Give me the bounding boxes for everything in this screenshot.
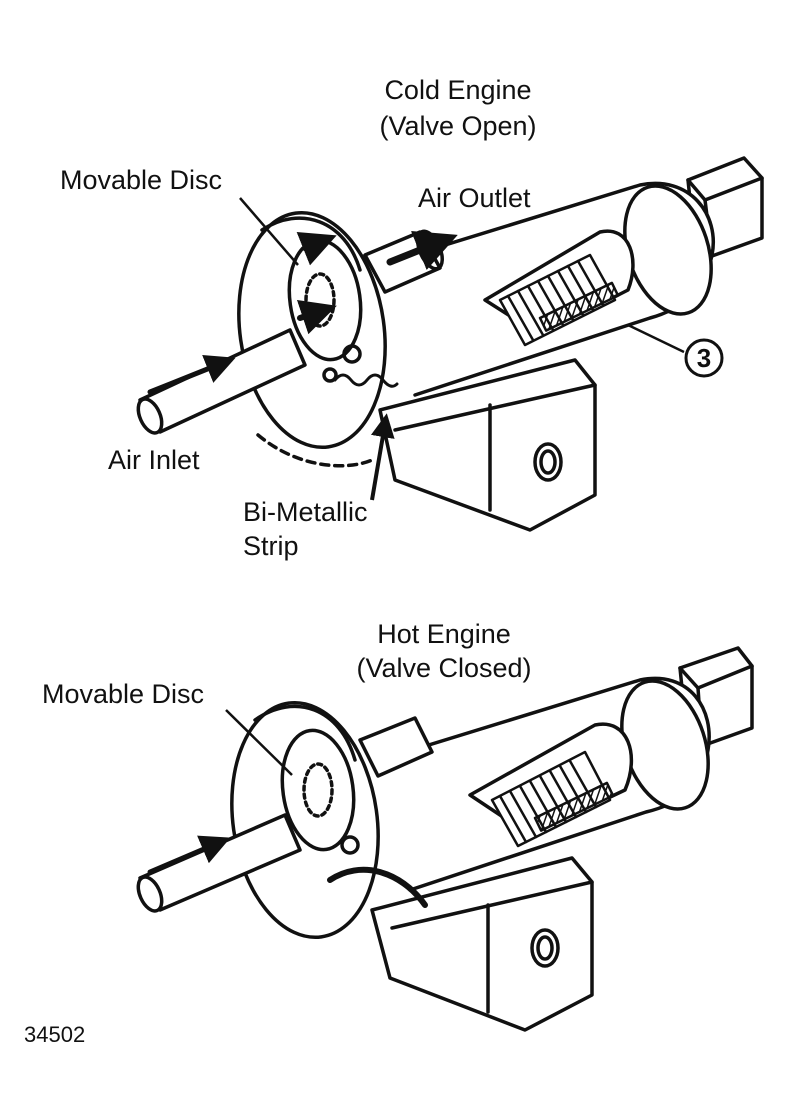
bimetallic-label-line1: Bi-Metallic <box>243 497 368 527</box>
inlet-tube-top <box>136 328 307 435</box>
valve-closed-subtitle: (Valve Closed) <box>356 653 532 683</box>
callout-3-number: 3 <box>696 343 712 373</box>
air-outlet-label: Air Outlet <box>418 183 531 213</box>
flange-disc-bottom <box>230 700 428 940</box>
bimetal-coil-bottom <box>490 750 615 848</box>
mounting-bracket-bottom <box>370 856 594 1032</box>
hot-engine-valve-assembly <box>136 646 754 1032</box>
leader-lines-top <box>239 197 685 501</box>
hot-engine-title: Hot Engine <box>377 619 511 649</box>
inlet-tube-bottom <box>136 813 302 913</box>
cold-engine-valve-assembly <box>136 156 764 532</box>
leader-lines-bottom <box>225 709 293 776</box>
figure-number: 34502 <box>24 1022 86 1047</box>
outlet-tube-bottom <box>358 716 434 778</box>
callout-3 <box>684 338 724 378</box>
movable-disc-label-bottom: Movable Disc <box>42 679 205 709</box>
bimetal-spring-top <box>333 373 399 388</box>
air-outlet-arrow <box>386 230 458 270</box>
bimetal-coil-top <box>498 253 620 347</box>
cold-engine-title: Cold Engine <box>384 75 532 105</box>
air-inlet-label: Air Inlet <box>108 445 200 475</box>
movable-disc-label-top: Movable Disc <box>60 165 223 195</box>
bimetallic-label-line2: Strip <box>243 531 299 561</box>
valve-open-subtitle: (Valve Open) <box>379 111 537 141</box>
mounting-bracket-top <box>378 358 597 532</box>
